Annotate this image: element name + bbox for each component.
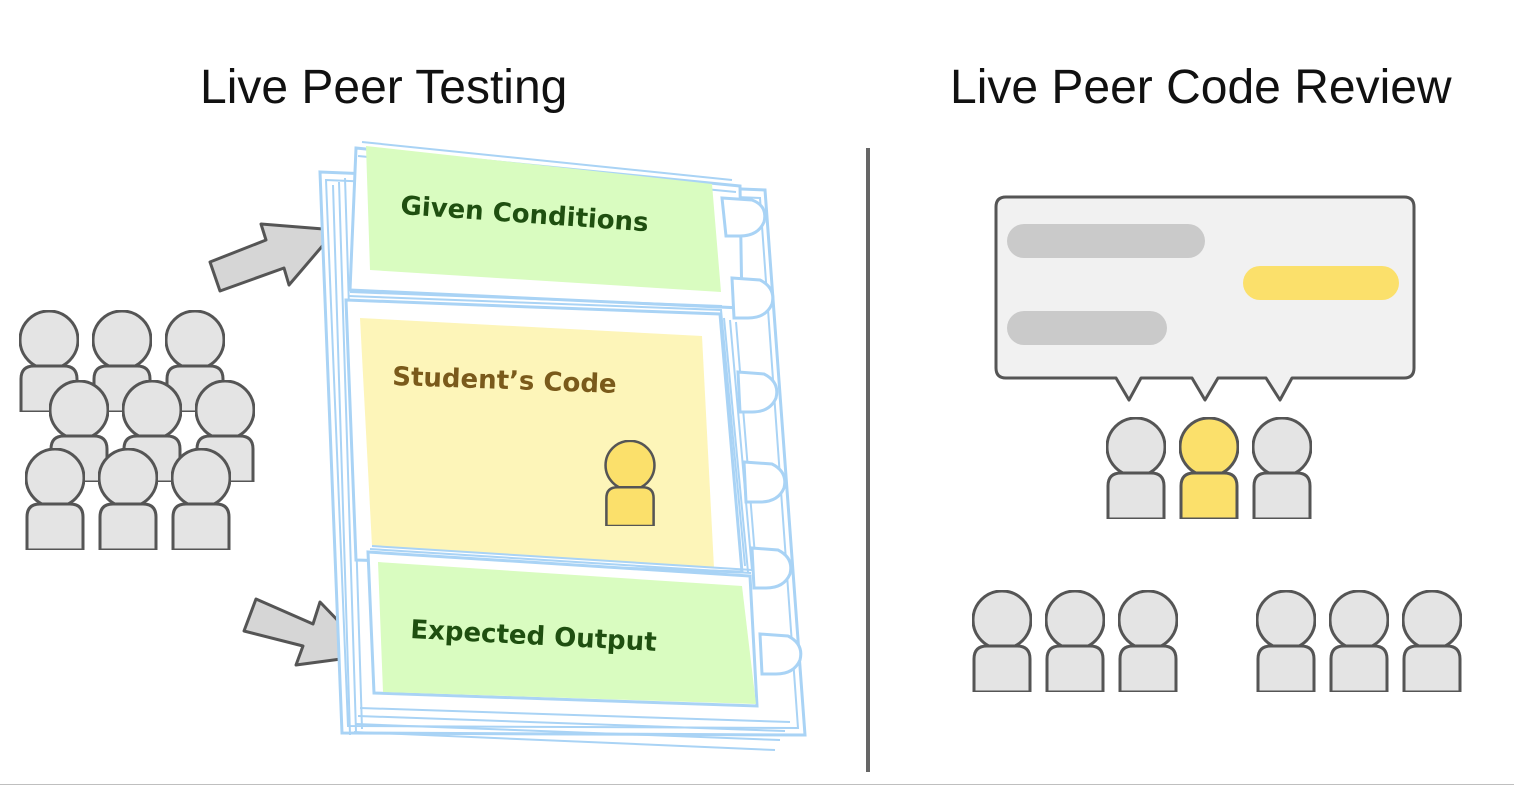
person-icon (1256, 590, 1316, 692)
binder-ring-icon (750, 546, 793, 590)
binder-ring-icon (736, 370, 779, 414)
person-icon (25, 448, 85, 550)
person-icon (1118, 590, 1178, 692)
person-icon (171, 448, 231, 550)
crowd-group (19, 310, 255, 550)
audience-group-left (972, 590, 1178, 692)
person-icon (1045, 590, 1105, 692)
person-icon (1329, 590, 1389, 692)
right-panel-title: Live Peer Code Review (950, 61, 1452, 114)
comment-bar-1 (1007, 224, 1205, 258)
binder-icon (318, 141, 807, 751)
bottom-divider (0, 784, 1514, 785)
binder-ring-icon (742, 460, 787, 504)
expected-output-page (378, 562, 756, 704)
person-icon-highlighted (1179, 417, 1239, 519)
comment-bar-2 (1243, 266, 1399, 300)
binder-ring-icon (758, 632, 803, 676)
person-icon (1252, 417, 1312, 519)
person-icon (1402, 590, 1462, 692)
left-panel-title: Live Peer Testing (200, 61, 568, 114)
binder-ring-icon (730, 276, 775, 320)
binder-ring-icon (720, 196, 767, 238)
arrow-icon-to-given (208, 222, 338, 293)
person-icon (98, 448, 158, 550)
comment-bar-3 (1007, 311, 1167, 345)
given-conditions-page (366, 146, 721, 292)
person-icon-highlighted (604, 440, 656, 526)
person-icon (972, 590, 1032, 692)
audience-group-right (1256, 590, 1462, 692)
person-icon (1106, 417, 1166, 519)
student-code-page (360, 318, 714, 568)
